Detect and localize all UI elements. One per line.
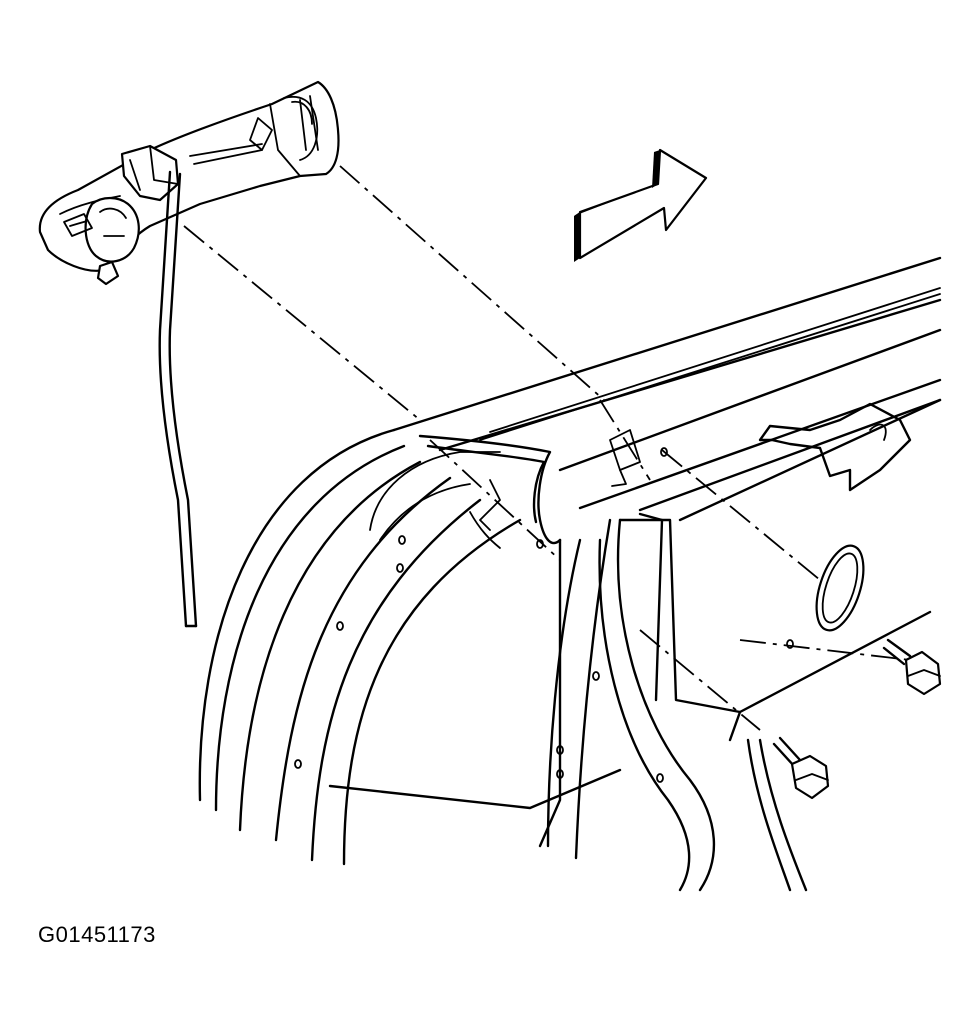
door-frame — [198, 256, 942, 892]
direction-arrow-icon — [574, 148, 708, 262]
bolt-icon — [882, 638, 942, 696]
door-handle-assembly — [38, 80, 340, 286]
actuator-rod — [158, 170, 198, 628]
alignment-lines — [183, 165, 911, 731]
figure-code: G01451173 — [38, 922, 156, 947]
bolt-icon — [772, 736, 830, 800]
rod-clip — [418, 429, 641, 549]
